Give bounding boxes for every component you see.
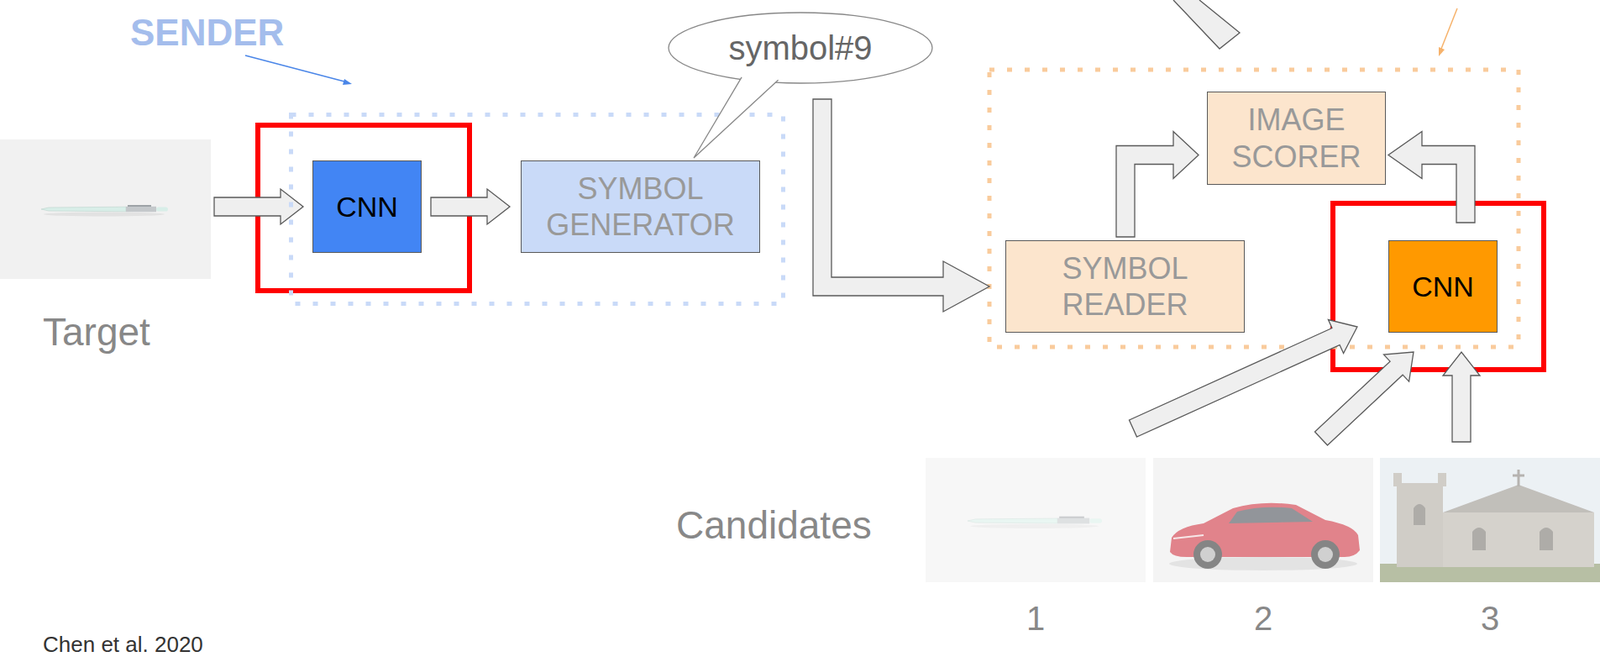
label-holder: Candidates — [676, 503, 872, 547]
pen-body — [41, 206, 126, 212]
label-holder: Target — [42, 309, 151, 356]
image-scorer-box: IMAGE SCORER — [1206, 91, 1386, 185]
node-text: SYMBOL READER — [1022, 250, 1228, 323]
node-text: CNN — [335, 189, 399, 225]
candidate-photo — [1153, 457, 1374, 583]
cnn-box: CNN — [1388, 240, 1498, 333]
node-text: Target — [42, 309, 151, 356]
block-arrow — [1442, 351, 1480, 442]
photo-ground — [925, 457, 1146, 583]
candidate-image: 2 — [1153, 457, 1374, 583]
candidate-photo — [925, 457, 1146, 583]
node-text: SYMBOL GENERATOR — [537, 170, 744, 243]
block-arrow — [1116, 131, 1199, 238]
node-text: 3 — [1379, 598, 1600, 639]
target-photo — [0, 139, 211, 279]
block-arrow — [813, 99, 990, 312]
label-holder: 1 — [925, 598, 1146, 639]
speech-bubble: symbol#9 — [667, 11, 934, 84]
leader-line — [1441, 8, 1458, 49]
photo-sky — [1379, 457, 1600, 583]
fade-veil — [925, 457, 1146, 583]
pen-clip — [127, 204, 152, 207]
candidate-image: 1 — [925, 457, 1146, 583]
citation-label: Chen et al. 2020 — [42, 632, 204, 657]
leader-line — [245, 55, 345, 82]
speech-bubble-tail — [693, 77, 779, 158]
fade-veil — [1379, 457, 1600, 583]
block-arrow — [430, 188, 510, 225]
label-holder: 2 — [1153, 598, 1374, 639]
node-text: CNN — [1411, 269, 1475, 305]
pen-shadow — [43, 212, 165, 217]
leader-head — [1438, 47, 1445, 57]
target-image: Target — [0, 139, 211, 279]
cnn-box: CNN — [312, 160, 422, 253]
fade-veil — [1153, 457, 1374, 583]
pen-end — [156, 206, 168, 211]
block-arrow — [1314, 351, 1414, 446]
pen-metal — [125, 206, 157, 212]
node-text: 2 — [1153, 598, 1374, 639]
highlight-box — [1332, 203, 1544, 370]
candidate-photo — [1379, 457, 1600, 583]
symbol-reader-box: SYMBOL READER — [1005, 240, 1245, 333]
leader-head — [342, 78, 352, 85]
label-holder: 3 — [1379, 598, 1600, 639]
label-holder: SENDER — [130, 10, 284, 56]
label-holder: Chen et al. 2020 — [42, 632, 204, 657]
pen-drawing — [41, 204, 168, 217]
block-arrow — [1128, 320, 1358, 437]
section-label: Candidates — [676, 503, 872, 547]
photo-ground — [1153, 457, 1374, 583]
receiver-outline — [989, 69, 1519, 347]
symbol-generator-box: SYMBOL GENERATOR — [520, 160, 761, 253]
candidate-image: 3 — [1379, 457, 1600, 583]
block-arrow-fragment — [1173, 0, 1240, 49]
node-text: SENDER — [130, 10, 284, 56]
photo-ground — [0, 139, 211, 279]
node-text: IMAGE SCORER — [1223, 101, 1370, 174]
node-text: 1 — [925, 598, 1146, 639]
speech-bubble-outline — [668, 12, 933, 84]
block-arrow — [1388, 131, 1475, 224]
node-text: symbol#9 — [728, 27, 872, 69]
